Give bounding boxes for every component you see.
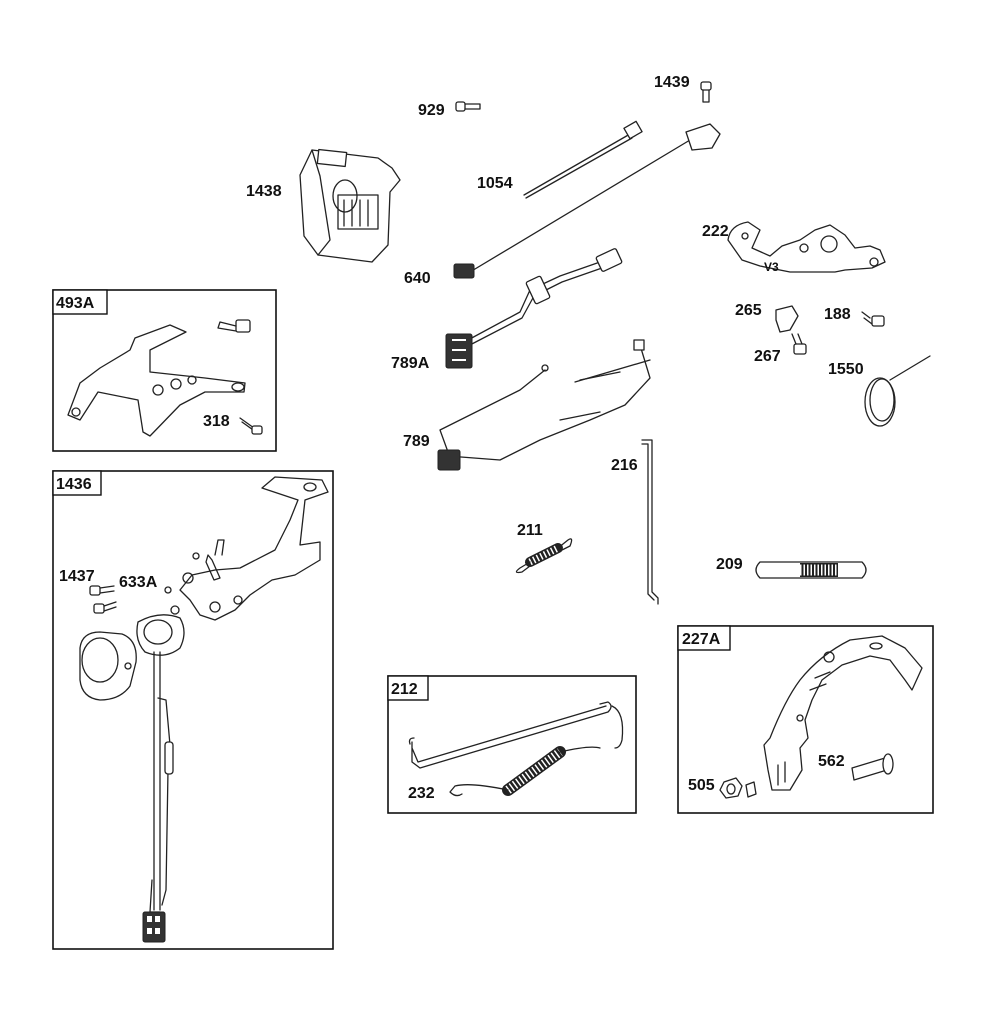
bracket-222-icon — [727, 221, 886, 273]
label-505: 505 — [688, 777, 715, 794]
bolt-562-icon — [851, 753, 894, 781]
label-216: 216 — [611, 457, 638, 474]
label-1054: 1054 — [477, 175, 513, 192]
box-493A: 493A 318 — [52, 289, 277, 452]
screw-929-icon — [455, 101, 481, 112]
spring-1550-icon — [864, 355, 931, 427]
label-265: 265 — [735, 302, 762, 319]
cable-tie-1054-icon — [523, 120, 643, 199]
box-label-212: 212 — [391, 681, 418, 698]
screw-188-icon — [861, 311, 885, 327]
connector-icon — [142, 911, 166, 943]
label-1550: 1550 — [828, 361, 864, 378]
spring-209-icon — [755, 561, 867, 579]
harness-789A-icon — [445, 248, 623, 369]
label-633A: 633A — [119, 574, 158, 591]
box-label-1436: 1436 — [56, 476, 92, 493]
label-188: 188 — [824, 306, 851, 323]
bolt-icon — [217, 319, 251, 333]
screw-267-icon — [791, 333, 807, 355]
harness-wire — [153, 651, 171, 911]
rod-216-icon — [641, 439, 659, 605]
wire-640-icon — [453, 123, 721, 279]
screw-633A-icon — [93, 601, 117, 614]
label-929: 929 — [418, 102, 445, 119]
box-1436: 1436 — [52, 470, 334, 950]
harness-789-icon — [437, 339, 651, 471]
box-227A: 227A 505 562 — [677, 625, 934, 814]
clip-265-icon — [775, 305, 799, 333]
label-1437: 1437 — [59, 568, 95, 585]
rod-212 — [411, 701, 612, 769]
box-label-493A: 493A — [56, 295, 95, 312]
spring-232-icon — [449, 746, 601, 797]
label-789: 789 — [403, 433, 430, 450]
label-640: 640 — [404, 270, 431, 287]
label-1439: 1439 — [654, 74, 690, 91]
nut-505-icon — [719, 777, 757, 799]
spring-211-icon — [515, 538, 573, 574]
label-209: 209 — [716, 556, 743, 573]
screw-1437-icon — [89, 585, 115, 596]
label-222: 222 — [702, 223, 729, 240]
label-562: 562 — [818, 753, 845, 770]
bracket-493A — [67, 324, 246, 437]
label-318: 318 — [203, 413, 230, 430]
label-1438: 1438 — [246, 183, 282, 200]
switch-icon — [79, 614, 185, 701]
box-212: 212 232 — [387, 675, 637, 814]
screw-1439-icon — [700, 81, 712, 103]
label-v3: V3 — [764, 260, 779, 274]
label-789A: 789A — [391, 355, 430, 372]
box-label-227A: 227A — [682, 631, 721, 648]
label-267: 267 — [754, 348, 781, 365]
bolt-318-icon — [239, 417, 263, 435]
label-211: 211 — [517, 522, 543, 539]
bracket-1436 — [179, 476, 329, 621]
label-232: 232 — [408, 785, 435, 802]
bracket-227A — [763, 635, 923, 791]
module-1438-icon — [299, 148, 401, 263]
